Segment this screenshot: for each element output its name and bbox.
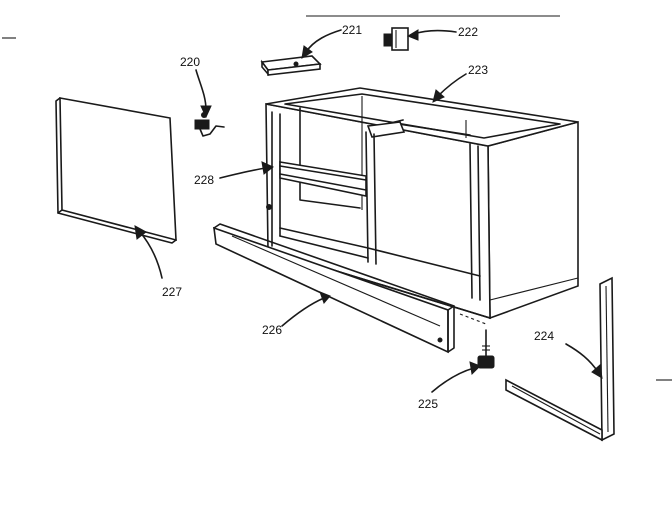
callout-221: 221 — [342, 23, 362, 37]
corner-trim-224 — [505, 276, 615, 442]
hinge-220 — [194, 112, 225, 137]
callout-223: 223 — [468, 63, 488, 77]
callout-222: 222 — [458, 25, 478, 39]
callout-227: 227 — [162, 285, 182, 299]
toe-kick-rail-226 — [213, 223, 487, 354]
callout-225: 225 — [418, 397, 438, 411]
cabinet-base-223 — [265, 87, 579, 320]
callout-228: 228 — [194, 173, 214, 187]
callout-arrows — [134, 29, 603, 393]
shelf-228 — [279, 161, 367, 197]
top-bracket-221 — [260, 55, 322, 77]
door-panel-227 — [55, 97, 177, 244]
callout-226: 226 — [262, 323, 282, 337]
callout-224: 224 — [534, 329, 554, 343]
callout-220: 220 — [180, 55, 200, 69]
leveling-foot-225 — [477, 329, 495, 369]
hinge-clip-222 — [383, 27, 409, 51]
